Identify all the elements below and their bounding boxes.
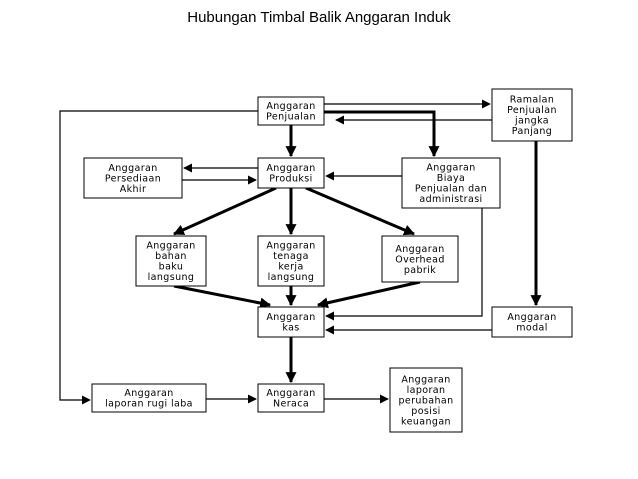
node-box	[257, 96, 325, 126]
node-box	[257, 157, 325, 189]
node-label-line: langsung	[148, 272, 195, 283]
node-label-line: Anggaran	[395, 244, 444, 255]
node-box	[257, 306, 325, 338]
edge-penjualan-to-biaya	[324, 110, 440, 158]
node-label-line: Ramalan	[510, 95, 555, 106]
node-label-line: administrasi	[419, 194, 482, 205]
node-label-line: Anggaran	[266, 241, 315, 252]
node-label-line: Anggaran	[401, 374, 450, 385]
node-box	[91, 383, 207, 413]
node-box	[389, 367, 463, 433]
nodes-layer: AnggaranPenjualanRamalanPenjualanjangkaP…	[83, 88, 573, 433]
node-box	[491, 88, 573, 142]
node-label-line: keuangan	[401, 416, 451, 427]
edges-layer	[59, 99, 542, 405]
node-box	[135, 235, 207, 287]
node-label-line: langsung	[268, 272, 315, 283]
edge-bahan-to-kas	[173, 284, 272, 309]
node-box	[257, 235, 325, 287]
node-label-line: Neraca	[273, 399, 309, 410]
node-label-line: Anggaran	[146, 241, 195, 252]
node-label-line: Produksi	[269, 174, 312, 185]
node-box	[401, 157, 501, 209]
node-label-line: Anggaran	[266, 312, 315, 323]
node-label-line: jangka	[514, 116, 549, 127]
node-label-line: Anggaran	[266, 388, 315, 399]
node-label-line: posisi	[411, 406, 440, 417]
edge-produksi-to-bahan	[172, 186, 277, 236]
node-label-line: Penjualan	[266, 112, 316, 123]
node-label-line: Anggaran	[108, 163, 157, 174]
node-label-line: kerja	[278, 262, 303, 273]
node-label-line: laporan rugi laba	[105, 399, 193, 410]
node-box	[381, 235, 459, 283]
node-box	[83, 157, 183, 199]
node-label-line: Panjang	[512, 126, 552, 137]
edge-produksi-to-overhead	[305, 186, 416, 236]
edge-overhead-to-kas	[316, 280, 421, 309]
node-label-line: modal	[516, 323, 548, 334]
edge-biaya-to-kas	[325, 208, 483, 321]
node-label-line: Anggaran	[507, 312, 556, 323]
node-box	[491, 306, 573, 338]
node-label-line: Anggaran	[266, 101, 315, 112]
node-label-line: Anggaran	[426, 163, 475, 174]
node-label-line: Persediaan	[105, 173, 161, 184]
node-label-line: Overhead	[395, 254, 445, 265]
edge-penjualan-to-labarugi	[59, 110, 258, 405]
node-label-line: Anggaran	[124, 388, 173, 399]
node-label-line: pabrik	[404, 265, 436, 276]
page-title: Hubungan Timbal Balik Anggaran Induk	[187, 9, 451, 26]
node-label-line: baku	[159, 262, 184, 273]
node-label-line: Penjualan dan	[415, 184, 487, 195]
node-label-line: bahan	[155, 251, 187, 262]
node-label-line: Penjualan	[507, 105, 557, 116]
node-label-line: perubahan	[398, 395, 453, 406]
node-label-line: kas	[282, 323, 299, 334]
node-box	[257, 383, 325, 413]
node-label-line: tenaga	[273, 251, 309, 262]
node-label-line: Anggaran	[266, 163, 315, 174]
node-label-line: laporan	[407, 385, 446, 396]
node-label-line: Akhir	[120, 184, 147, 195]
node-label-line: Biaya	[437, 173, 465, 184]
